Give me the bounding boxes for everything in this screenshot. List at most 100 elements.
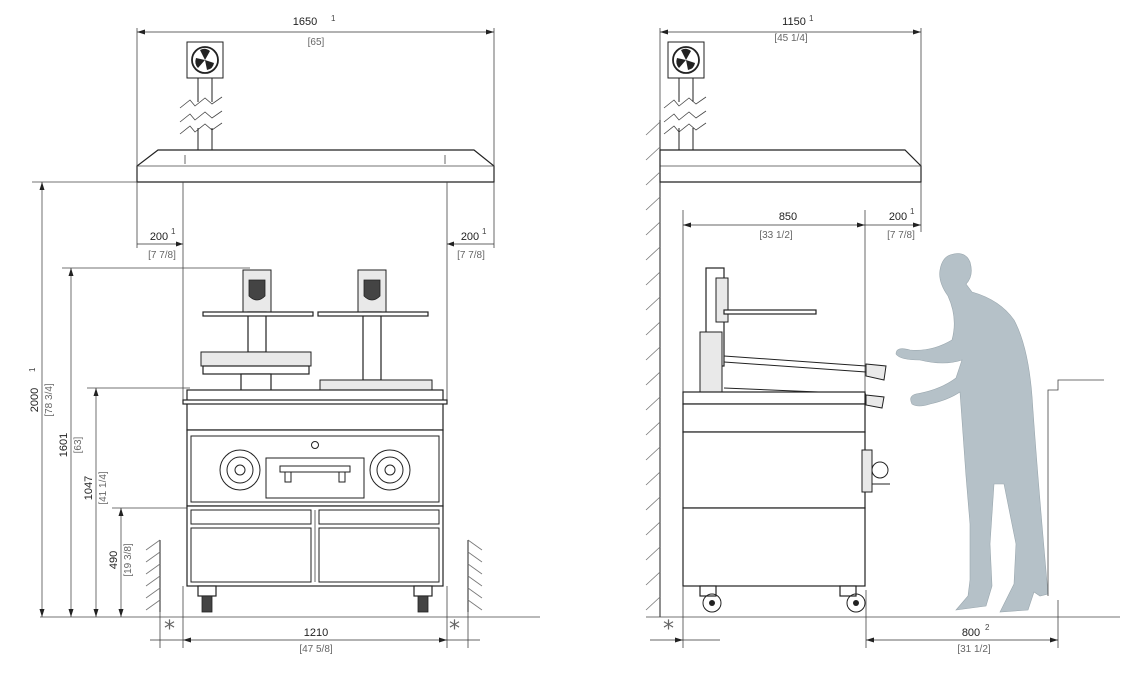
operator-silhouette — [895, 253, 1049, 613]
front-star-right: * — [449, 617, 460, 642]
front-view: 1650 1 [65] 200 1 [7 7/8] 200 1 [7 7 — [28, 14, 540, 655]
back-wall-hatch — [645, 121, 661, 611]
front-star-left: * — [164, 617, 175, 642]
side-star: * — [663, 617, 674, 642]
arrow — [660, 29, 668, 35]
spit-motor-side — [715, 277, 729, 323]
wall-hatch-right — [467, 539, 483, 611]
air-flow-zigzag — [179, 122, 223, 135]
arrow — [118, 609, 124, 617]
front-width-unit: 1210 — [304, 627, 328, 639]
note-ref: 2 — [985, 623, 990, 632]
front-width-total-in: [65] — [308, 37, 325, 48]
spit-handle-top — [865, 363, 887, 381]
firebox-side — [682, 431, 866, 509]
arrow — [68, 268, 74, 276]
arrow — [93, 388, 99, 396]
grid-tray-left — [202, 365, 310, 375]
caster-wheel — [702, 593, 722, 613]
front-clear-left: 200 — [150, 231, 168, 243]
side-depth: 850 — [779, 211, 797, 223]
control-knob-left-inner — [226, 456, 254, 484]
control-knob-right-inner — [376, 456, 404, 484]
control-knob-left — [219, 449, 261, 491]
arrow — [39, 182, 45, 190]
front-height-top: 1601 — [58, 433, 70, 457]
arrow — [913, 222, 921, 228]
front-height-base: 490 — [108, 551, 120, 569]
note-ref: 1 — [910, 207, 915, 216]
note-ref: 1 — [482, 227, 487, 236]
front-width-unit-in: [47 5/8] — [299, 644, 333, 655]
arrow — [1050, 637, 1058, 643]
arrow — [439, 637, 447, 643]
control-knob-left-core — [234, 464, 246, 476]
crank-mount — [861, 449, 873, 493]
air-flow-zigzag — [179, 110, 223, 123]
lift-bracket — [699, 331, 723, 393]
side-operator: 800 — [962, 627, 980, 639]
arrow — [857, 222, 865, 228]
spit-handle-bottom — [865, 394, 885, 409]
spit-arm-top — [723, 361, 867, 373]
fan-ring — [672, 46, 700, 74]
front-clear-right-in: [7 7/8] — [457, 250, 485, 261]
drawer-left-top — [190, 509, 312, 525]
caster-mount — [413, 585, 433, 597]
caster-mount — [699, 585, 717, 597]
fan-icon — [186, 41, 224, 79]
firebox-panel — [186, 429, 444, 507]
front-height-hood-in: [78 3/4] — [44, 383, 55, 417]
side-width-total: 1150 — [782, 16, 806, 28]
air-flow-zigzag — [663, 122, 707, 135]
arrow — [68, 609, 74, 617]
control-knob-right — [369, 449, 411, 491]
side-clear-front-in: [7 7/8] — [887, 230, 915, 241]
door-right — [318, 527, 440, 583]
caster-hub — [853, 600, 859, 606]
fan-ring — [191, 46, 219, 74]
door-left — [190, 527, 312, 583]
grid-left — [200, 351, 312, 367]
brand-shield-icon — [363, 279, 381, 301]
brand-shield-icon — [248, 279, 266, 301]
base-cabinet-side — [682, 507, 866, 587]
caster-hub — [709, 600, 715, 606]
arrow — [913, 29, 921, 35]
caster-mount — [197, 585, 217, 597]
arrow — [118, 508, 124, 516]
arrow — [137, 29, 145, 35]
wall-hatch-left — [145, 539, 161, 611]
arrow — [675, 637, 683, 643]
front-height-base-in: [19 3/8] — [123, 543, 134, 577]
side-depth-in: [33 1/2] — [759, 230, 793, 241]
note-ref: 1 — [28, 367, 37, 372]
spit-arm-top — [723, 355, 867, 367]
caster-wheel — [417, 595, 429, 613]
shelf-side — [723, 309, 817, 315]
arrow — [183, 637, 191, 643]
note-ref: 1 — [171, 227, 176, 236]
air-flow-zigzag — [663, 110, 707, 123]
side-operator-in: [31 1/2] — [957, 644, 991, 655]
side-width-total-in: [45 1/4] — [774, 33, 808, 44]
fan-icon — [667, 41, 705, 79]
ash-drawer — [265, 457, 365, 499]
air-flow-zigzag — [663, 96, 707, 109]
note-ref: 1 — [331, 14, 336, 23]
shelf-left — [202, 311, 314, 317]
handle-leg — [284, 471, 292, 483]
arrow — [39, 609, 45, 617]
side-view: 1150 1 [45 1/4] — [645, 14, 1120, 655]
front-clear-left-in: [7 7/8] — [148, 250, 176, 261]
indicator-light — [311, 441, 319, 449]
drawer-right-top — [318, 509, 440, 525]
front-width-total: 1650 — [293, 16, 317, 28]
fan-blades — [676, 48, 695, 70]
front-height-hood: 2000 — [29, 388, 41, 412]
arrow — [176, 241, 183, 247]
arrow — [93, 609, 99, 617]
front-height-work: 1047 — [83, 476, 95, 500]
